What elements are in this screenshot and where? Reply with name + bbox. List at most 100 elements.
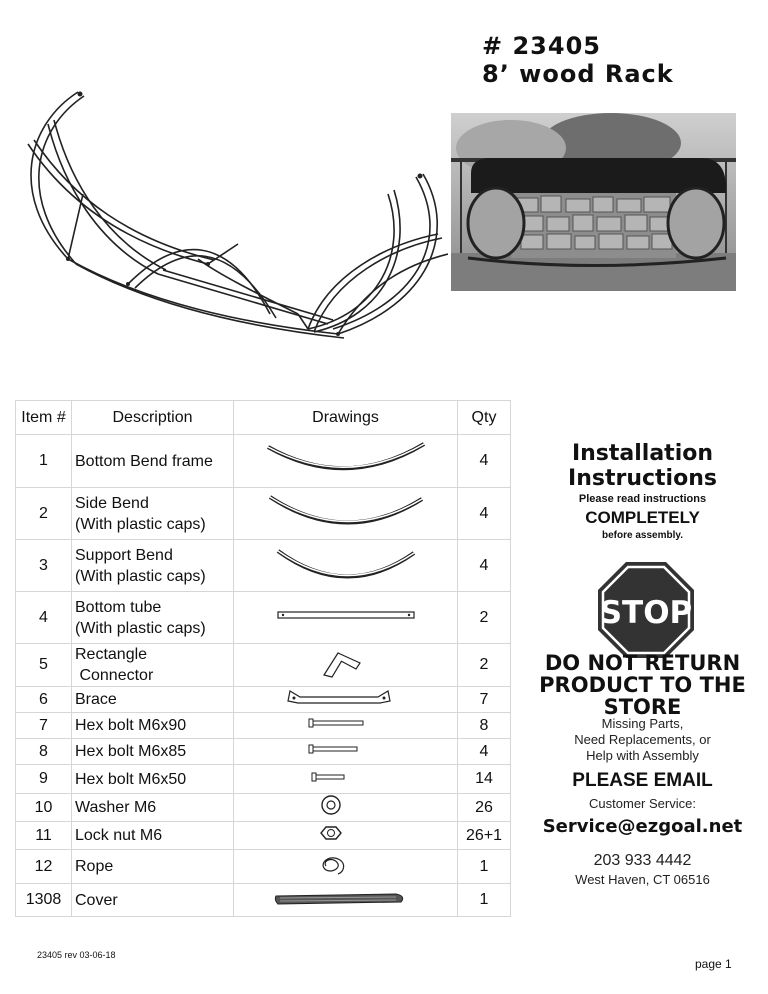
col-header-item: Item # [15,400,72,435]
item-description: Hex bolt M6x50 [71,764,234,794]
item-description-line1: Brace [75,691,117,708]
table-row: 1 Bottom Bend frame 4 [15,434,511,488]
revision-note: 23405 rev 03-06-18 [37,950,116,960]
missing-parts-text: Missing Parts, Need Replacements, or Hel… [520,716,765,764]
bottom-bend-frame-icon [233,434,458,488]
item-qty: 1 [457,849,511,884]
item-description: Bottom Bend frame [71,434,234,488]
customer-service-label: Customer Service: [589,796,696,811]
please-email-heading: PLEASE EMAIL [572,770,713,791]
item-number: 3 [15,539,72,592]
table-row: 6 Brace 7 [15,686,511,713]
item-description: Side Bend (With plastic caps) [71,487,234,540]
parts-list-table: Item # Description Drawings Qty 1 Bottom… [15,400,511,917]
item-number: 7 [15,712,72,739]
do-not-return-notice: DO NOT RETURN PRODUCT TO THE STORE [520,652,765,718]
table-row: 8 Hex bolt M6x85 4 [15,738,511,765]
item-description: Lock nut M6 [71,821,234,850]
item-description: Rope [71,849,234,884]
table-row: 10 Washer M6 26 [15,793,511,822]
hex-bolt-medium-icon [233,738,458,765]
table-row: 7 Hex bolt M6x90 8 [15,712,511,739]
item-description-line1: Washer M6 [75,799,157,816]
completely-text: COMPLETELY [585,508,700,527]
item-number: 2 [15,487,72,540]
brace-icon [233,686,458,713]
installation-title: Installation Instructions [520,441,765,491]
item-description-line1: Lock nut M6 [75,827,163,844]
item-description: Hex bolt M6x90 [71,712,234,739]
lock-nut-icon [233,821,458,850]
rack-photo-illustration [451,113,736,291]
item-qty: 4 [457,434,511,488]
item-qty: 1 [457,883,511,917]
product-number: # 23405 [482,32,601,60]
item-qty: 4 [457,738,511,765]
rectangle-connector-icon [233,643,458,687]
city-address: West Haven, CT 06516 [575,872,710,887]
item-qty: 2 [457,643,511,687]
product-name: 8’ wood Rack [482,60,674,88]
item-number: 6 [15,686,72,713]
item-number: 10 [15,793,72,822]
item-description-line1: Side Bend [75,494,149,512]
item-qty: 14 [457,764,511,794]
please-read-text: Please read instructions [578,493,707,505]
installation-title-line2: Instructions [568,466,717,491]
item-description-line1: Hex bolt M6x50 [75,770,187,788]
rack-assembly-drawing [27,91,448,339]
hex-bolt-short-icon [233,764,458,794]
service-email-link[interactable]: Service@ezgoal.net [542,816,743,837]
missing-parts-line2: Need Replacements, or [574,732,711,747]
item-qty: 26 [457,793,511,822]
stop-sign-text: STOP [600,595,693,631]
item-description-line1: Bottom tube [75,598,162,616]
table-row: 4 Bottom tube(With plastic caps) 2 [15,591,511,644]
item-description: Hex bolt M6x85 [71,738,234,765]
missing-parts-line1: Missing Parts, [601,716,684,731]
item-description-line1: Hex bolt M6x85 [75,743,187,760]
item-description-line2: Connector [75,667,154,684]
table-row: 3 Support Bend (With plastic caps) 4 [15,539,511,592]
item-qty: 2 [457,591,511,644]
missing-parts-line3: Help with Assembly [586,748,699,763]
do-not-return-line1: DO NOT RETURN [544,651,741,675]
before-assembly-text: before assembly. [602,530,683,541]
item-description-line1: Bottom Bend frame [75,452,213,470]
item-description-line1: Rope [75,858,114,875]
do-not-return-line3: STORE [603,695,682,719]
table-row: 2 Side Bend (With plastic caps) 4 [15,487,511,540]
item-description-line1: Cover [75,891,118,909]
col-header-drawings: Drawings [233,400,458,435]
item-description: Support Bend (With plastic caps) [71,539,234,592]
side-bend-icon [233,487,458,540]
item-qty: 4 [457,487,511,540]
stop-sign-icon: STOP [598,562,694,658]
table-header-row: Item # Description Drawings Qty [15,400,511,435]
item-number: 9 [15,764,72,794]
page-number: page 1 [695,957,732,971]
item-qty: 8 [457,712,511,739]
product-title: # 23405 8’ wood Rack [482,32,674,88]
item-number: 4 [15,591,72,644]
item-qty: 4 [457,539,511,592]
phone-number: 203 933 4442 [593,852,692,869]
item-description-line1: Hex bolt M6x90 [75,717,187,734]
item-number: 11 [15,821,72,850]
assembled-rack-photo [451,113,736,291]
item-description: Rectangle Connector [71,643,234,687]
item-number: 8 [15,738,72,765]
installation-title-line1: Installation [571,441,714,466]
item-description: Washer M6 [71,793,234,822]
item-description-line2: (With plastic caps) [75,567,206,585]
item-qty: 7 [457,686,511,713]
item-number: 12 [15,849,72,884]
item-description-line1: Rectangle [75,646,148,663]
item-qty: 26+1 [457,821,511,850]
item-description-line1: Support Bend [75,546,173,564]
col-header-qty: Qty [457,400,511,435]
col-header-description: Description [71,400,234,435]
rope-icon [233,849,458,884]
item-number: 5 [15,643,72,687]
item-description-line2: (With plastic caps) [75,515,206,533]
